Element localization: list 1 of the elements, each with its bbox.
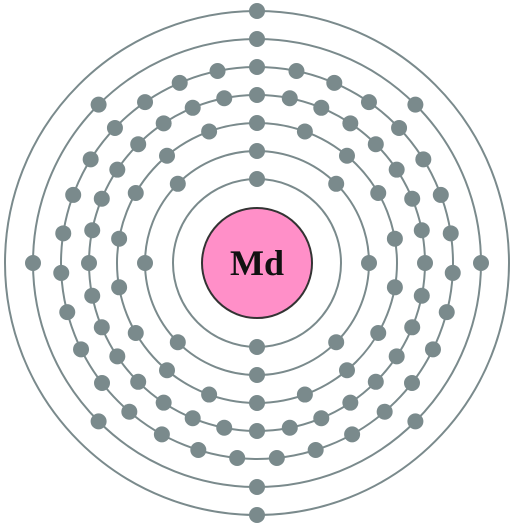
element-symbol: Md bbox=[230, 242, 284, 284]
